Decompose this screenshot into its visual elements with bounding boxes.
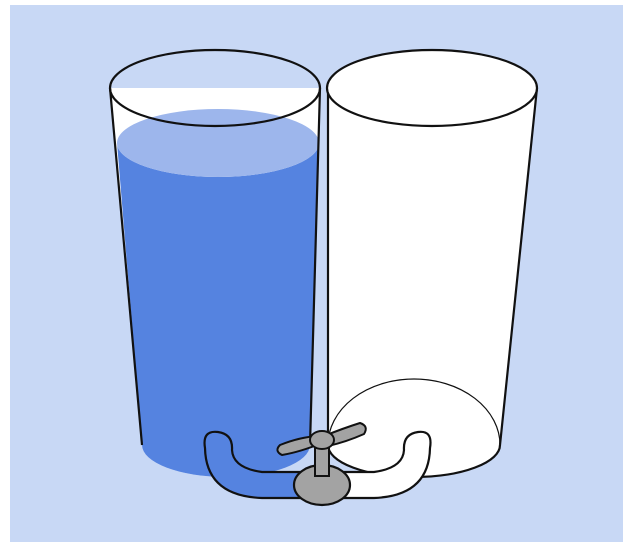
valve-hub [310,431,334,449]
left-cylinder [110,50,320,477]
left-water [117,143,319,477]
left-water-surface [117,109,319,177]
valve-stem [315,448,329,476]
right-cylinder-rim [327,50,537,126]
